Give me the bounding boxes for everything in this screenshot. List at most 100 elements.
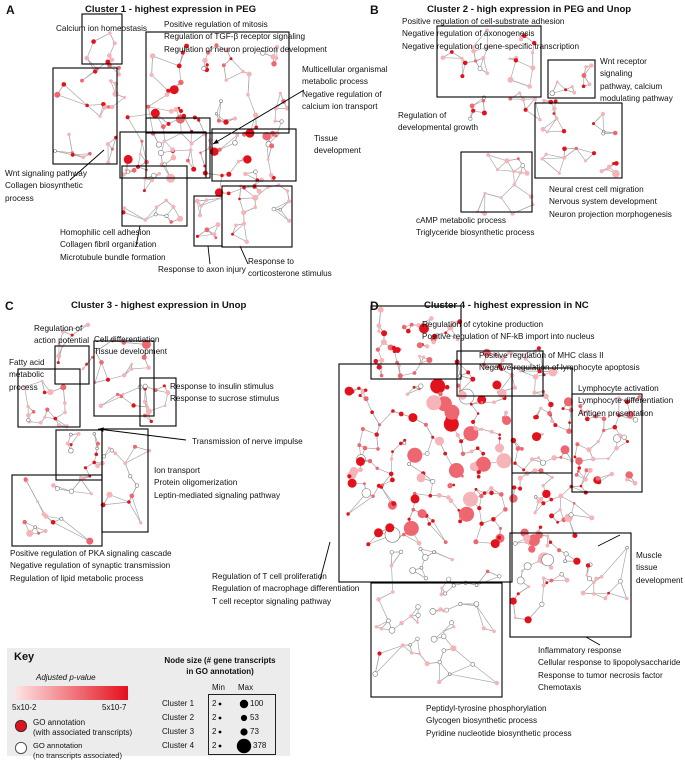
network-node bbox=[500, 358, 505, 363]
network-node bbox=[532, 40, 537, 46]
network-edge bbox=[239, 186, 242, 199]
network-node bbox=[587, 467, 593, 473]
network-edge bbox=[172, 149, 191, 152]
network-node bbox=[575, 457, 583, 465]
network-node bbox=[560, 445, 570, 455]
network-node bbox=[418, 652, 421, 656]
network-edge bbox=[403, 534, 420, 544]
network-node bbox=[149, 178, 154, 183]
network-node bbox=[57, 343, 61, 346]
network-node bbox=[541, 501, 546, 506]
network-node bbox=[500, 367, 504, 371]
network-node bbox=[127, 500, 131, 504]
network-node bbox=[214, 188, 224, 197]
network-node bbox=[253, 112, 259, 118]
network-edge bbox=[52, 521, 90, 542]
network-edge bbox=[500, 197, 513, 214]
network-edge bbox=[124, 446, 136, 464]
network-node bbox=[476, 412, 480, 415]
network-node bbox=[566, 428, 572, 434]
network-node bbox=[471, 45, 475, 49]
network-edge bbox=[200, 152, 206, 167]
network-node bbox=[584, 159, 587, 163]
network-node bbox=[632, 480, 638, 486]
max-dot-4 bbox=[236, 738, 252, 754]
network-node bbox=[563, 397, 573, 407]
network-node bbox=[31, 410, 36, 414]
leader-line bbox=[97, 428, 187, 441]
network-node bbox=[155, 141, 162, 148]
network-node bbox=[480, 427, 484, 431]
network-edge bbox=[582, 582, 595, 594]
cluster1-min: 2 bbox=[212, 699, 217, 708]
network-node bbox=[243, 171, 248, 177]
network-edge bbox=[571, 514, 592, 519]
network-node bbox=[170, 155, 177, 161]
network-node bbox=[88, 151, 92, 156]
network-node bbox=[596, 440, 600, 443]
network-node bbox=[397, 364, 401, 368]
network-node bbox=[448, 672, 452, 676]
label-homophilic: Homophilic cell adhesion Collagen fibril… bbox=[60, 228, 166, 262]
network-node bbox=[440, 586, 444, 590]
network-node bbox=[517, 91, 522, 95]
network-node bbox=[53, 149, 57, 153]
network-edge bbox=[121, 396, 134, 406]
network-node bbox=[492, 400, 496, 405]
label-neural-crest: Neural crest cell migration Nervous syst… bbox=[549, 185, 672, 219]
network-node bbox=[489, 429, 494, 434]
network-node bbox=[164, 213, 169, 218]
network-edge bbox=[245, 173, 258, 181]
network-node bbox=[377, 423, 382, 427]
network-node bbox=[473, 426, 479, 431]
network-node bbox=[585, 563, 591, 568]
network-node bbox=[562, 146, 567, 152]
network-edge bbox=[111, 97, 125, 108]
network-node bbox=[437, 679, 442, 685]
network-node bbox=[426, 395, 442, 411]
network-node bbox=[95, 463, 100, 469]
network-edge bbox=[45, 515, 62, 520]
network-node bbox=[38, 420, 43, 425]
network-node bbox=[468, 116, 473, 121]
network-node bbox=[33, 525, 37, 529]
network-node bbox=[545, 130, 549, 134]
network-edge bbox=[576, 148, 595, 154]
network-node bbox=[444, 404, 460, 420]
cluster2-min: 2 bbox=[212, 713, 217, 722]
network-edge bbox=[71, 479, 82, 492]
network-node bbox=[441, 648, 446, 653]
network-node bbox=[532, 374, 539, 380]
network-node bbox=[527, 585, 531, 589]
annotation-box bbox=[193, 195, 223, 247]
network-node bbox=[548, 540, 553, 544]
network-node bbox=[391, 409, 395, 413]
network-edge bbox=[449, 664, 473, 675]
network-node bbox=[403, 438, 407, 442]
network-node bbox=[437, 659, 442, 665]
network-node bbox=[596, 479, 602, 485]
network-edge bbox=[232, 233, 247, 243]
network-edge bbox=[127, 117, 143, 142]
go-without-label: GO annotation (no transcripts associated… bbox=[33, 741, 123, 760]
network-node bbox=[447, 324, 454, 331]
network-node bbox=[93, 350, 97, 354]
network-node bbox=[415, 612, 421, 618]
network-node bbox=[122, 206, 127, 210]
network-node bbox=[523, 107, 528, 112]
network-node bbox=[105, 59, 111, 65]
network-edge bbox=[228, 161, 239, 175]
network-edge bbox=[25, 479, 38, 502]
panel-title-d: Cluster 4 - highest expression in NC bbox=[424, 300, 589, 311]
network-edge bbox=[513, 172, 522, 185]
network-edge bbox=[230, 58, 244, 72]
network-edge bbox=[547, 118, 557, 133]
network-node bbox=[460, 451, 466, 456]
annotation-box bbox=[370, 305, 462, 380]
network-node bbox=[401, 324, 407, 330]
panel-letter-c: C bbox=[5, 299, 14, 313]
network-node bbox=[612, 169, 620, 178]
network-node bbox=[181, 113, 187, 119]
annotation-box bbox=[534, 102, 623, 179]
network-node bbox=[180, 50, 185, 55]
